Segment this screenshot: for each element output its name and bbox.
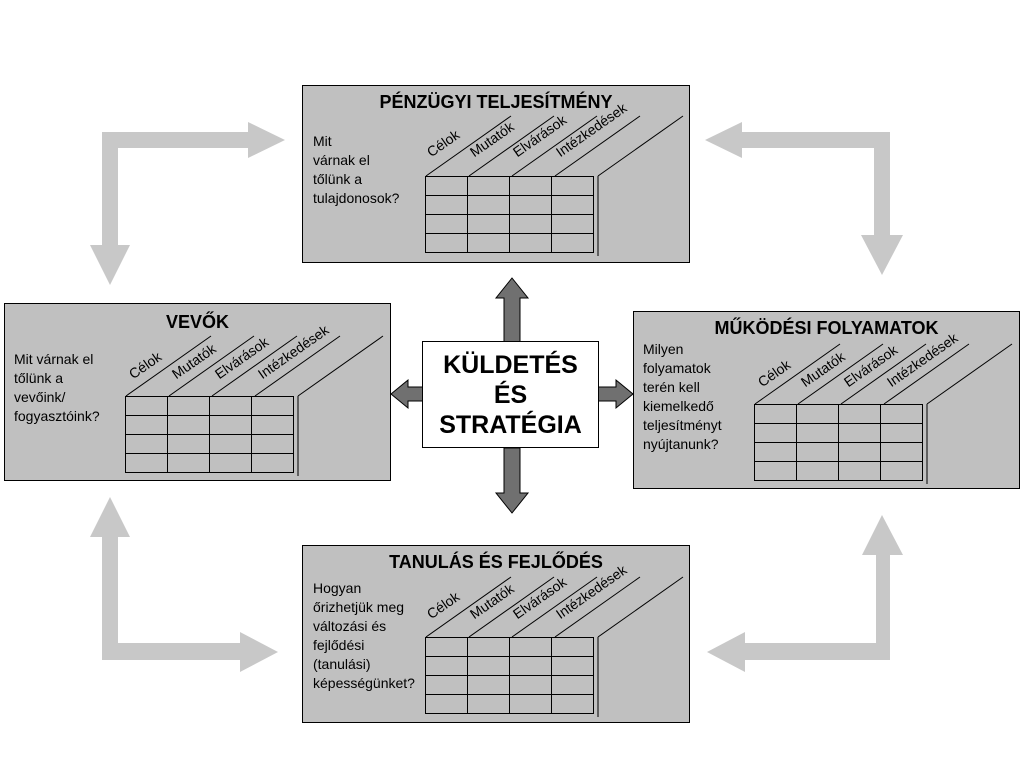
- data-table: [125, 396, 294, 473]
- panel-question: Mit várnak el tőlünk a vevőink/ fogyaszt…: [14, 351, 100, 424]
- center-line: ÉS: [493, 380, 528, 409]
- cycle-arrow-bottom-left: [90, 497, 278, 672]
- panel-title: PÉNZÜGYI TELJESÍTMÉNY: [379, 92, 613, 112]
- table-header-slants: [425, 576, 684, 717]
- mission-strategy-box: KÜLDETÉS ÉS STRATÉGIA: [422, 341, 599, 448]
- data-table: [754, 404, 923, 481]
- cycle-arrow-bottom-right: [707, 515, 903, 672]
- center-arrow-right: [597, 378, 634, 410]
- center-arrow-up: [494, 277, 530, 344]
- table-header-slants: [125, 335, 384, 476]
- panel-financial: PÉNZÜGYI TELJESÍTMÉNY Mit várnak el tőlü…: [302, 85, 690, 263]
- cycle-arrow-top-left: [90, 122, 285, 285]
- center-line: STRATÉGIA: [439, 410, 582, 439]
- table-header-slants: [754, 343, 1013, 484]
- data-table: [425, 637, 594, 714]
- panel-title: TANULÁS ÉS FEJLŐDÉS: [389, 552, 603, 572]
- panel-question: Hogyan őrizhetjük meg változási és fejlő…: [313, 580, 415, 691]
- panel-title: VEVŐK: [165, 312, 230, 332]
- panel-customers: VEVŐK Mit várnak el tőlünk a vevőink/ fo…: [4, 303, 391, 481]
- panel-processes: MŰKÖDÉSI FOLYAMATOK Milyen folyamatok te…: [633, 311, 1020, 489]
- center-arrow-down: [494, 447, 530, 514]
- panel-learning: TANULÁS ÉS FEJLŐDÉS Hogyan őrizhetjük me…: [302, 545, 690, 723]
- panel-question: Milyen folyamatok terén kell kiemelkedő …: [643, 341, 722, 452]
- center-arrow-left: [390, 378, 425, 410]
- data-table: [425, 176, 594, 253]
- center-line: KÜLDETÉS: [443, 350, 578, 379]
- panel-question: Mit várnak el tőlünk a tulajdonosok?: [313, 133, 400, 206]
- panel-title: MŰKÖDÉSI FOLYAMATOK: [714, 318, 939, 338]
- cycle-arrow-top-right: [705, 122, 903, 275]
- table-header-slants: [425, 115, 684, 256]
